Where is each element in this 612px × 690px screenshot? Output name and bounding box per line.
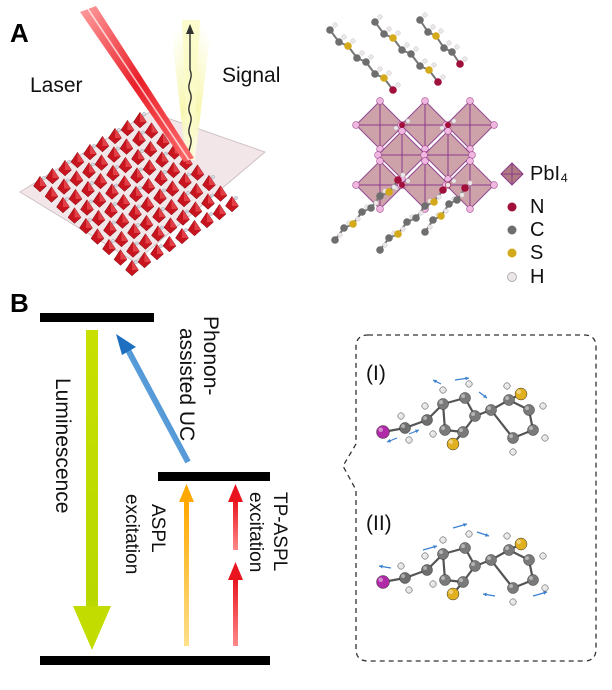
legend-item-h: H	[507, 266, 544, 288]
tpaspl-label-line2: excitation	[245, 492, 266, 572]
tpaspl-label-line1: TP-ASPL	[269, 492, 290, 571]
aspl-excitation-arrow	[179, 484, 194, 646]
legend-label: C	[530, 219, 544, 241]
mode-1-label: (I)	[366, 362, 386, 385]
legend-label: H	[530, 266, 544, 288]
signal-beam	[170, 20, 212, 160]
phonon-label-line2: assisted UC	[175, 328, 198, 441]
legend-atom-swatch	[507, 248, 517, 258]
legend-item-c: C	[507, 219, 544, 241]
legend-atom-swatch	[507, 272, 517, 282]
perovskite-crystal-illustration	[19, 111, 266, 277]
laser-label: Laser	[30, 74, 83, 97]
panel-a-letter: A	[10, 18, 29, 48]
legend-atom-swatch	[507, 225, 517, 235]
vibration-modes-box	[342, 334, 597, 662]
legend-item-s: S	[507, 242, 543, 264]
legend-label: S	[530, 242, 543, 264]
legend-label: PbI₄	[530, 163, 568, 185]
phonon-label-line1: Phonon-	[199, 316, 222, 395]
crystal-structure-illustration	[326, 12, 498, 254]
intermediate-energy-level	[158, 472, 270, 481]
phonon-assisted-uc-arrow	[116, 334, 191, 464]
legend-label: N	[530, 196, 544, 218]
aspl-label-line2: excitation	[121, 494, 142, 574]
upper-energy-level	[40, 313, 154, 322]
signal-label: Signal	[222, 64, 280, 87]
molecule-vibration-illustrations	[376, 376, 549, 606]
panel-b-letter: B	[10, 288, 29, 318]
luminescence-label: Luminescence	[51, 378, 74, 513]
ground-energy-level	[40, 656, 270, 665]
legend-atom-swatch	[507, 202, 517, 212]
laser-beam	[80, 6, 194, 162]
tpaspl-excitation-arrows	[228, 484, 243, 646]
aspl-label-line1: ASPL	[147, 504, 168, 553]
luminescence-arrow	[73, 330, 111, 650]
mode-2-label: (II)	[366, 512, 392, 535]
legend-item-p: PbI₄	[500, 162, 568, 186]
legend-item-n: N	[507, 196, 544, 218]
